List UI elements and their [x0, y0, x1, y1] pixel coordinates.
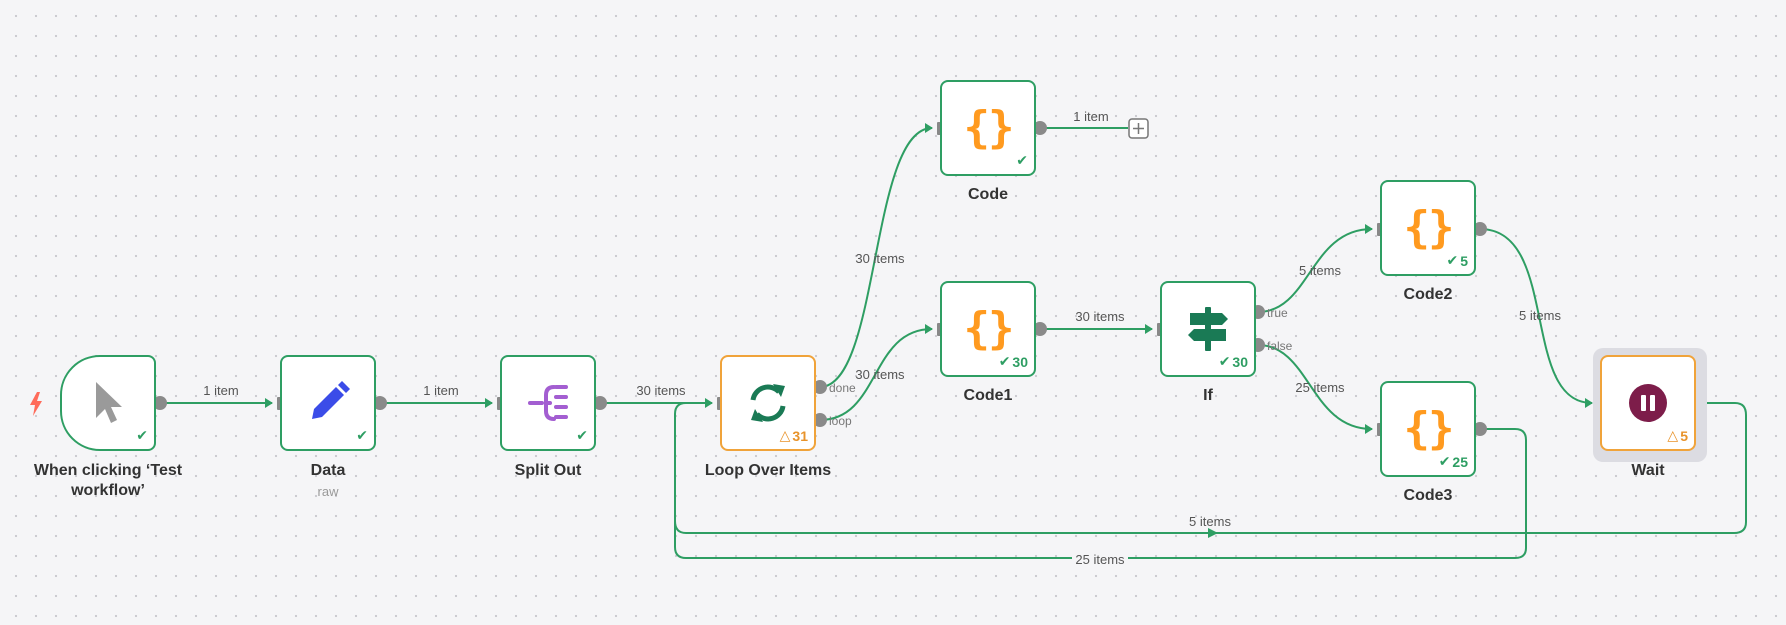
- if-false-handle-label: false: [1267, 339, 1293, 353]
- add-node-button[interactable]: [1128, 118, 1149, 139]
- edge-label: 25 items: [1295, 380, 1345, 395]
- edge-code3-loop: [674, 428, 1527, 559]
- status-count: 5: [1680, 427, 1688, 444]
- success-check-icon: ✔: [1446, 252, 1459, 268]
- code-braces-icon: {}: [963, 102, 1015, 153]
- edge-label: 30 items: [1075, 309, 1125, 324]
- edge-label: 5 items: [1519, 308, 1561, 323]
- warning-badge: △ 31: [780, 427, 808, 444]
- signpost-icon: [1188, 307, 1228, 351]
- node-code[interactable]: {} ✔: [940, 80, 1036, 176]
- edge-label: 25 items: [1075, 552, 1125, 567]
- success-check-icon: ✔: [998, 353, 1011, 369]
- success-badge: ✔ 30: [1219, 353, 1248, 370]
- node-label: Code: [968, 186, 1008, 203]
- node-label: Wait: [1631, 462, 1665, 479]
- edge-loop-code1: [819, 324, 933, 421]
- split-out-icon: [528, 385, 568, 421]
- node-code1[interactable]: {} ✔ 30: [940, 281, 1036, 377]
- cursor-icon: [96, 382, 122, 423]
- edge-if-code3: [1257, 344, 1373, 434]
- node-split-out[interactable]: ✔: [500, 355, 596, 451]
- edge-label: 5 items: [1189, 514, 1231, 529]
- node-if[interactable]: ✔ 30: [1160, 281, 1256, 377]
- node-manual-trigger[interactable]: ✔: [60, 355, 156, 451]
- node-label: Loop Over Items: [704, 462, 832, 479]
- node-label: When clicking ‘Test workflow’: [33, 462, 183, 499]
- edge-label: 1 item: [1073, 109, 1108, 124]
- status-count: 30: [1232, 353, 1248, 370]
- node-label: If: [1203, 387, 1213, 404]
- status-count: 31: [792, 427, 808, 444]
- code-braces-icon: {}: [963, 303, 1015, 354]
- node-wait[interactable]: △ 5: [1600, 355, 1696, 451]
- edge-label: 30 items: [855, 367, 905, 382]
- loop-icon: [750, 384, 786, 422]
- status-count: 30: [1012, 353, 1028, 370]
- success-check-icon: ✔: [576, 427, 588, 443]
- edge-if-code2: [1257, 224, 1373, 313]
- code-braces-icon: {}: [1403, 403, 1455, 454]
- node-code2[interactable]: {} ✔ 5: [1380, 180, 1476, 276]
- success-check-icon: ✔: [136, 427, 148, 443]
- warning-triangle-icon: △: [779, 427, 791, 443]
- success-check-icon: ✔: [1016, 152, 1028, 168]
- success-badge: ✔ 25: [1439, 453, 1468, 470]
- success-badge: ✔ 30: [999, 353, 1028, 370]
- node-code3[interactable]: {} ✔ 25: [1380, 381, 1476, 477]
- pencil-icon: [312, 381, 350, 419]
- node-label: Code1: [963, 387, 1013, 404]
- success-check-icon: ✔: [1438, 453, 1451, 469]
- success-badge: ✔ 5: [1446, 252, 1468, 269]
- loop-done-handle-label: done: [829, 381, 856, 395]
- status-count: 5: [1460, 252, 1468, 269]
- loop-loop-handle-label: loop: [829, 414, 852, 428]
- if-true-handle-label: true: [1267, 306, 1288, 320]
- pause-icon: [1629, 384, 1667, 422]
- loop-return-arrow: [1208, 528, 1218, 538]
- edge-label: 1 item: [423, 383, 458, 398]
- node-label: Data: [310, 462, 346, 479]
- edge-loop-code: [819, 123, 933, 388]
- node-sublabel: raw: [317, 484, 339, 499]
- edge-label: 30 items: [855, 251, 905, 266]
- node-label: Code3: [1403, 487, 1453, 504]
- warning-badge: △ 5: [1667, 427, 1688, 444]
- status-count: 25: [1452, 453, 1468, 470]
- success-check-icon: ✔: [1218, 353, 1231, 369]
- code-braces-icon: {}: [1403, 202, 1455, 253]
- node-loop-over-items[interactable]: △ 31: [720, 355, 816, 451]
- edge-label: 1 item: [203, 383, 238, 398]
- node-data[interactable]: ✔: [280, 355, 376, 451]
- warning-triangle-icon: △: [1667, 427, 1679, 443]
- edge-label: 30 items: [636, 383, 686, 398]
- node-label: Split Out: [514, 462, 582, 479]
- edge-code2-wait: [1479, 228, 1593, 408]
- success-check-icon: ✔: [356, 427, 368, 443]
- node-label: Code2: [1403, 286, 1453, 303]
- edge-label: 5 items: [1299, 263, 1341, 278]
- lightning-icon: [30, 392, 42, 416]
